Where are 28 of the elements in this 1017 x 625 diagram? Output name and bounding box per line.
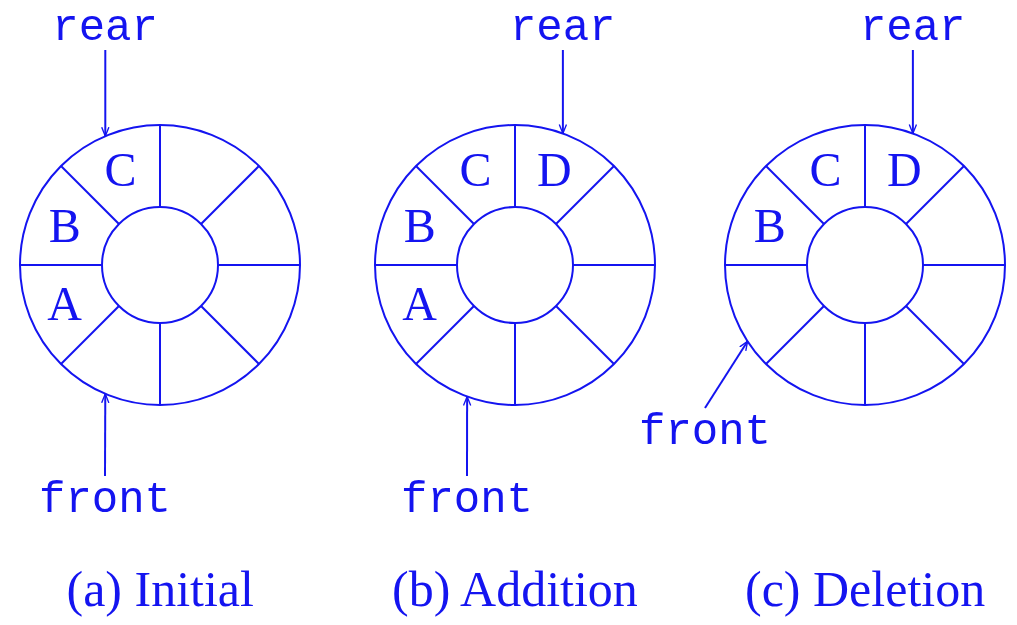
pointer-label: rear — [52, 6, 158, 50]
element-letter: D — [536, 145, 572, 194]
arrow — [101, 392, 110, 477]
element-letter: D — [886, 145, 922, 194]
circular-queue-ring — [18, 123, 302, 407]
pointer-label: rear — [859, 6, 966, 50]
arrow — [704, 340, 749, 409]
pointer-label: front — [639, 410, 772, 454]
element-letter: C — [459, 145, 492, 194]
circular-queue-ring — [723, 123, 1007, 407]
element-letter: A — [402, 280, 437, 329]
element-letter: C — [104, 145, 137, 194]
element-letter: B — [753, 201, 786, 250]
pointer-label: front — [401, 478, 534, 522]
pointer-label: rear — [509, 6, 616, 50]
caption: (a) Initial — [66, 560, 254, 618]
caption: (c) Deletion — [745, 560, 986, 618]
element-letter: B — [48, 201, 81, 250]
element-letter: C — [809, 145, 842, 194]
arrow — [558, 49, 568, 135]
arrow — [462, 395, 472, 477]
pointer-label: front — [39, 478, 172, 522]
circular-queue-ring — [373, 123, 657, 407]
element-letter: A — [47, 280, 82, 329]
caption: (b) Addition — [392, 560, 638, 618]
element-letter: B — [403, 201, 436, 250]
arrow — [101, 49, 110, 138]
arrow — [908, 49, 918, 135]
